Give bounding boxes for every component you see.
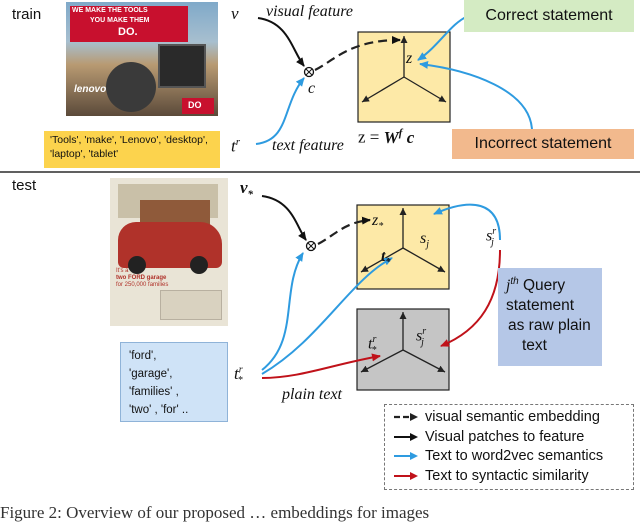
incorrect-statement-arrow [419,60,533,131]
legend: visual semantic embedding Visual patches… [384,404,634,490]
ford-ad-line3: for 250,000 families [116,282,169,288]
test-text-to-t-star-arrow [261,257,393,375]
legend-item-embedding: visual semantic embedding [393,408,600,426]
test-tr-star-symbol: tr* [234,364,243,387]
ford-ad-line1: It's a [116,268,129,274]
test-tag-line: 'families' , [129,386,179,398]
incorrect-statement-box: Incorrect statement [452,129,634,159]
legend-item-syntactic: Text to syntactic similarity [393,467,589,485]
test-embedding-arrow [317,216,371,245]
test-tag-line: 'garage', [129,368,173,380]
test-section-label: test [12,177,37,194]
gray-sj-r-symbol: srj [416,326,427,348]
ford-ad-line2: two FORD garage [116,275,167,281]
black-arrow-icon [394,433,418,441]
dashed-arrow-icon [394,413,418,421]
figure-caption: Figure 2: Overview of our proposed … emb… [0,503,430,522]
train-v-symbol: v [231,4,239,23]
test-tag-line: 'two' , 'for' .. [129,404,189,416]
legend-item-visual: Visual patches to feature [393,428,584,446]
blue-arrow-icon [394,452,418,460]
test-v-star-symbol: v* [240,178,254,201]
red-arrow-icon [394,472,418,480]
ad-headline-do: DO. [118,26,138,38]
plain-text-red-arrow [261,353,381,379]
test-embedding-axes [360,208,446,273]
train-section-label: train [12,6,42,23]
query-to-syntactic-red-arrow [440,249,501,347]
test-visual-arrow [261,195,307,241]
test-z-star-symbol: z* [372,212,384,233]
correct-statement-arrow [417,15,469,61]
test-text-to-combine-arrow [261,252,304,371]
lenovo-ad-image: WE MAKE THE TOOLS YOU MAKE THEM DO. leno… [66,2,218,116]
test-t-star-symbol: t* [381,248,391,269]
train-tr-symbol: tr [231,136,241,156]
query-statement-box: jth Query statement as raw plain text [498,268,602,366]
train-visual-arrow [257,17,305,67]
train-tags-box: 'Tools', 'make', 'Lenovo', 'desktop', 'l… [44,131,220,168]
train-text-arrow [255,77,305,145]
train-embedding-arrow [314,36,401,71]
test-tag-line: 'ford', [129,350,157,362]
gray-t-star-r-symbol: tr* [368,334,377,356]
plain-text-label: plain text [282,386,342,403]
train-tags-text: 'Tools', 'make', 'Lenovo', 'desktop', 'l… [50,134,208,160]
train-c-symbol: c [308,80,316,97]
test-sj-symbol: sj [420,230,430,251]
query-to-sj-arrow [433,203,501,241]
ad-headline-1: WE MAKE THE TOOLS [72,7,148,14]
ad-small-do: DO [188,100,202,110]
train-equation: z = Wf c [358,127,415,147]
train-text-feature-label: text feature [272,137,344,154]
train-embedding-axes [361,36,447,103]
correct-statement-box: Correct statement [464,0,634,32]
test-syntactic-axes [360,312,446,373]
test-sj-r-symbol: srj [486,226,497,248]
ad-headline-2: YOU MAKE THEM [90,17,150,24]
legend-item-word2vec: Text to word2vec semantics [393,447,603,465]
train-z-symbol: z [406,50,413,67]
train-visual-feature-label: visual feature [266,3,353,20]
test-tags-box: 'ford', 'garage', 'families' , 'two' , '… [120,342,228,422]
ad-brand: lenovo [74,84,107,95]
ford-ad-image: It's a two FORD garage for 250,000 famil… [110,178,228,326]
